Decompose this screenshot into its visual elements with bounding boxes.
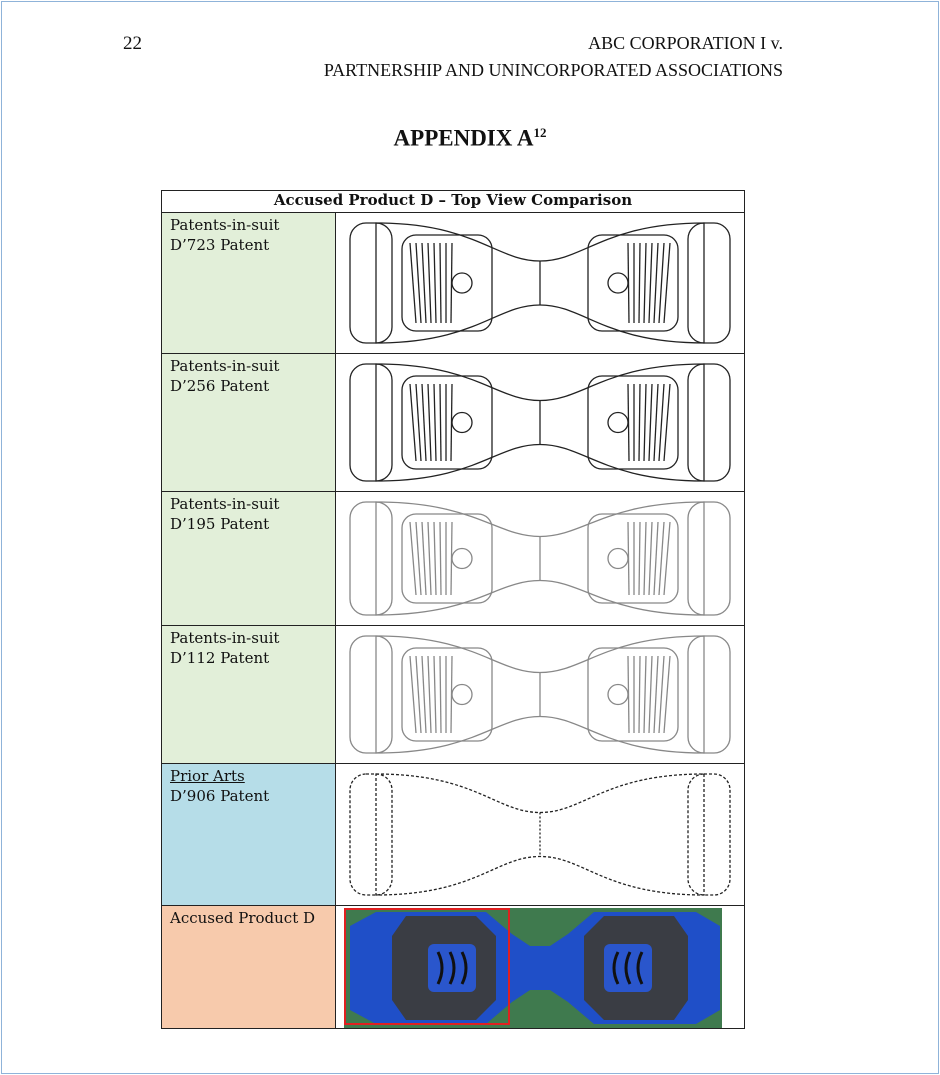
- table-heading: Accused Product D – Top View Comparison: [162, 191, 745, 213]
- row-name: D’112 Patent: [170, 648, 331, 668]
- hoverboard-drawing: [336, 764, 744, 905]
- row-label: Prior ArtsD’906 Patent: [162, 764, 336, 906]
- table-row: Patents-in-suitD’112 Patent: [162, 626, 745, 764]
- hoverboard-drawing: [336, 213, 744, 353]
- row-label: Patents-in-suitD’256 Patent: [162, 354, 336, 492]
- comparison-table: Accused Product D – Top View Comparison …: [161, 190, 745, 1029]
- hoverboard-drawing: [336, 492, 744, 625]
- d112-drawing: [336, 626, 745, 764]
- row-name: D’906 Patent: [170, 786, 331, 806]
- d906-drawing: [336, 764, 745, 906]
- table-row: Prior ArtsD’906 Patent: [162, 764, 745, 906]
- running-title-line2: PARTNERSHIP AND UNINCORPORATED ASSOCIATI…: [324, 60, 783, 81]
- product-photo: [336, 906, 744, 1028]
- accused-product-photo: [336, 906, 745, 1029]
- table-row: Patents-in-suitD’195 Patent: [162, 492, 745, 626]
- footnote-ref: 12: [533, 125, 546, 140]
- hoverboard-drawing: [336, 626, 744, 763]
- row-category: Patents-in-suit: [170, 356, 331, 376]
- row-label: Patents-in-suitD’195 Patent: [162, 492, 336, 626]
- d256-drawing: [336, 354, 745, 492]
- table-row: Accused Product D: [162, 906, 745, 1029]
- d195-drawing: [336, 492, 745, 626]
- appendix-title-text: APPENDIX A: [394, 126, 534, 151]
- row-category: Patents-in-suit: [170, 494, 331, 514]
- row-category: Prior Arts: [170, 766, 331, 786]
- table-row: Patents-in-suitD’256 Patent: [162, 354, 745, 492]
- row-name: D’256 Patent: [170, 376, 331, 396]
- row-category: Patents-in-suit: [170, 215, 331, 235]
- page-number: 22: [123, 33, 142, 55]
- table-row: Patents-in-suitD’723 Patent: [162, 213, 745, 354]
- row-name: D’723 Patent: [170, 235, 331, 255]
- row-label: Accused Product D: [162, 906, 336, 1029]
- row-label: Patents-in-suitD’112 Patent: [162, 626, 336, 764]
- running-title-line1: ABC CORPORATION I v.: [588, 33, 783, 54]
- appendix-title: APPENDIX A12: [0, 125, 940, 152]
- row-name: Accused Product D: [170, 908, 331, 928]
- hoverboard-drawing: [336, 354, 744, 491]
- row-label: Patents-in-suitD’723 Patent: [162, 213, 336, 354]
- row-category: Patents-in-suit: [170, 628, 331, 648]
- row-name: D’195 Patent: [170, 514, 331, 534]
- d723-drawing: [336, 213, 745, 354]
